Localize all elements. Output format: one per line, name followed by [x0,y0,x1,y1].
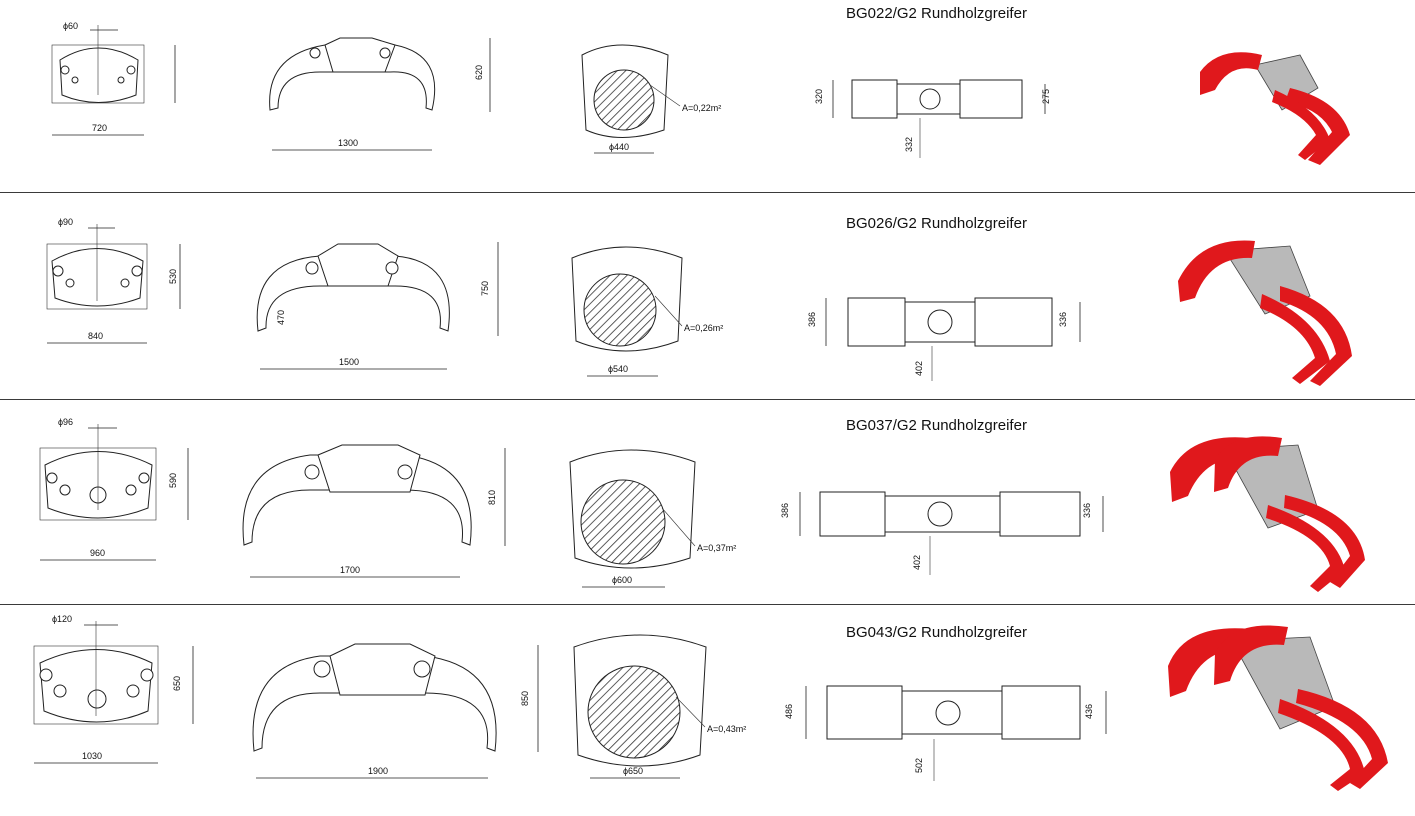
top-right-dim: 436 [1084,704,1094,719]
top-bottom-dim: 402 [912,555,922,570]
grip-area: A=0,26m² [684,323,723,333]
drawings: ϕ96 590 960 810 1700 A=0,37m² ϕ600 [39,417,1365,592]
separator [0,192,1415,193]
grapple-row-bg026: BG026/G2 Rundholzgreifer ϕ90 530 840 750… [0,206,1415,411]
top-left-dim: 486 [784,704,794,719]
side-height: 810 [487,490,497,505]
open-view: A=0,43m² ϕ650 [573,634,746,779]
grip-area: A=0,43m² [707,724,746,734]
side-height: 850 [520,691,530,706]
side-span: 1500 [339,357,359,367]
grapple-render [1170,436,1365,592]
pin-diameter: ϕ90 [58,217,73,227]
front-height: 590 [168,473,178,488]
front-width: 840 [88,331,103,341]
grapple-row-bg037: BG037/G2 Rundholzgreifer ϕ96 590 960 810… [0,410,1415,615]
model-title: BG043/G2 Rundholzgreifer [846,624,1027,641]
front-width: 1030 [82,751,102,761]
grip-area: A=0,22m² [682,103,721,113]
top-right-dim: 275 [1041,89,1051,104]
grip-diameter: ϕ440 [609,142,629,152]
model-title: BG037/G2 Rundholzgreifer [846,417,1027,434]
separator [0,604,1415,605]
pin-diameter: ϕ96 [58,417,73,427]
top-left-dim: 320 [814,89,824,104]
front-height: 470 [276,310,286,325]
grip-diameter: ϕ600 [612,575,632,585]
top-right-dim: 336 [1082,503,1092,518]
front-view: ϕ120 650 1030 [33,614,194,764]
side-span: 1700 [340,565,360,575]
top-bottom-dim: 502 [914,758,924,773]
drawings: ϕ90 530 840 750 1500 A=0,26m² ϕ540 [46,217,1352,386]
pin-diameter: ϕ60 [63,21,78,31]
grip-area: A=0,37m² [697,543,736,553]
grapple-row-bg022: BG022/G2 Rundholzgreifer ϕ60 470 720 620… [0,0,1415,325]
model-title: BG026/G2 Rundholzgreifer [846,215,1027,232]
top-bottom-dim: 332 [904,137,914,152]
grip-diameter: ϕ650 [623,766,643,776]
grapple-render [1178,240,1352,386]
grapple-row-bg043: BG043/G2 Rundholzgreifer ϕ120 650 1030 8… [0,611,1415,816]
drawings: ϕ60 470 720 620 1300 A=0,22m² ϕ440 [51,21,1350,325]
top-view: 486 436 502 [784,685,1107,781]
top-right-dim: 336 [1058,312,1068,327]
side-view: 850 1900 [252,643,539,779]
model-title: BG022/G2 Rundholzgreifer [846,5,1027,22]
pin-diameter: ϕ120 [52,614,72,624]
grapple-render [1200,52,1350,165]
top-view: 320 275 332 [814,79,1051,158]
top-left-dim: 386 [780,503,790,518]
top-left-dim: 386 [807,312,817,327]
side-view: 810 1700 [242,444,506,578]
front-view: ϕ96 590 960 [39,417,189,561]
drawings: ϕ120 650 1030 850 1900 A=0,43m² ϕ650 [33,614,1388,791]
top-bottom-dim: 402 [914,361,924,376]
open-view: A=0,37m² ϕ600 [569,449,736,588]
side-span: 1900 [368,766,388,776]
side-span: 1300 [338,138,358,148]
side-view: 750 1500 [256,242,499,370]
open-view: A=0,22m² ϕ440 [581,44,721,154]
front-view: ϕ90 530 840 [46,217,181,344]
open-view: A=0,26m² ϕ540 [571,246,723,377]
side-height: 750 [480,281,490,296]
side-view: 620 1300 [269,37,491,151]
top-view: 386 336 402 [807,297,1081,381]
separator [0,399,1415,400]
front-view: ϕ60 470 720 [51,21,286,325]
front-height: 530 [168,269,178,284]
side-height: 620 [474,65,484,80]
top-view: 386 336 402 [780,491,1104,575]
front-width: 960 [90,548,105,558]
grip-diameter: ϕ540 [608,364,628,374]
front-height: 650 [172,676,182,691]
front-width: 720 [92,123,107,133]
grapple-render [1168,625,1388,791]
